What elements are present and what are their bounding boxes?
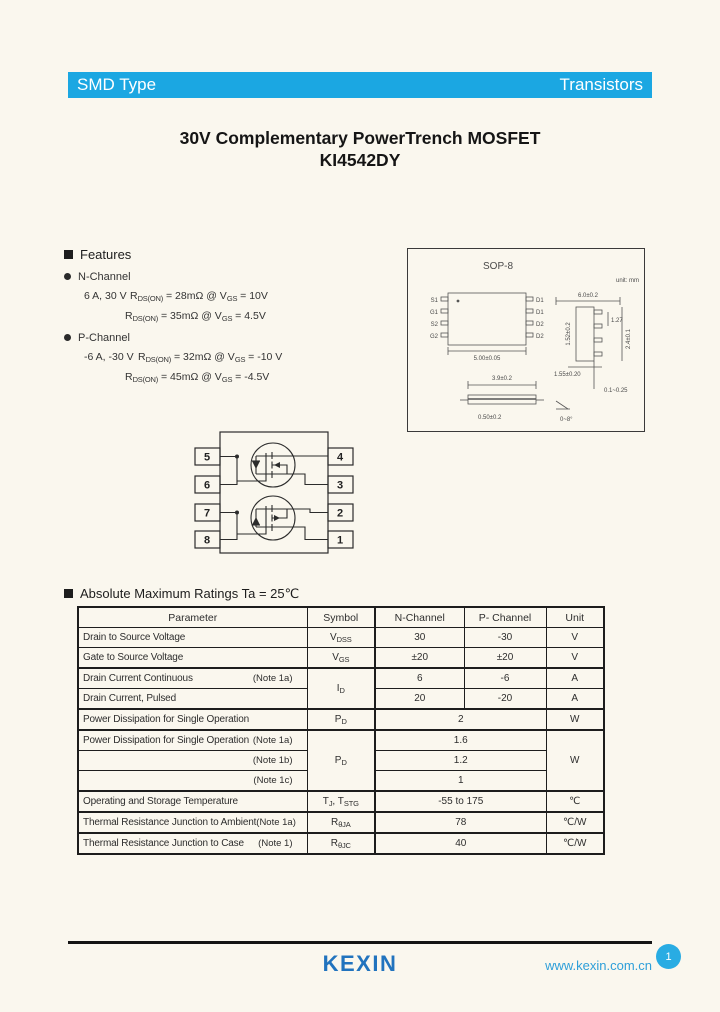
col-symbol: Symbol	[306, 606, 376, 628]
website-link[interactable]: www.kexin.com.cn	[545, 958, 652, 973]
pin-number-6: 6	[204, 480, 210, 492]
svg-text:D1: D1	[536, 310, 544, 316]
p-channel-spec-2: RDS(ON) = 45mΩ @ VGS = -4.5V	[125, 371, 270, 384]
dim-body-length: 5.00±0.05	[474, 356, 501, 362]
package-top-view	[440, 292, 534, 355]
circle-bullet-icon	[64, 273, 71, 280]
side-view-labels: 6.0±0.2 1.27 2.4±0.1 1.52±0.2 1.55±0.20 …	[554, 293, 632, 394]
mosfet-symbol-upper	[220, 442, 328, 488]
col-p-channel: P- Channel	[463, 606, 547, 628]
part-number: KI4542DY	[319, 150, 401, 170]
square-bullet-icon	[64, 250, 73, 259]
svg-text:S2: S2	[431, 322, 439, 328]
svg-text:D1: D1	[536, 298, 544, 304]
pin-number-5: 5	[204, 452, 210, 464]
table-row: Drain to Source Voltage VDSS 30 -30 V	[77, 627, 605, 648]
pin-number-8: 8	[204, 535, 210, 547]
header-bar: SMD Type Transistors	[68, 72, 652, 98]
table-row: Thermal Resistance Junction to Ambient(N…	[77, 811, 605, 834]
package-front-view	[460, 381, 570, 410]
ratings-heading: Absolute Maximum Ratings Ta = 25℃	[64, 586, 299, 602]
square-bullet-icon	[64, 589, 73, 598]
page-title: 30V Complementary PowerTrench MOSFET KI4…	[0, 127, 720, 171]
dim-foot: 2.4±0.1	[626, 328, 632, 349]
col-parameter: Parameter	[77, 606, 308, 628]
front-view-labels: 3.9±0.2 0.50±0.2 0~8°	[478, 376, 573, 423]
table-header-row: Parameter Symbol N-Channel P- Channel Un…	[77, 606, 605, 628]
package-name: SOP-8	[483, 261, 513, 272]
pin-number-7: 7	[204, 508, 210, 520]
svg-text:D2: D2	[536, 334, 544, 340]
table-row: Operating and Storage Temperature TJ, TS…	[77, 790, 605, 813]
col-unit: Unit	[545, 606, 605, 628]
pin-numbers: 5 6 7 8 4 3 2 1	[204, 452, 344, 547]
package-outline-box: SOP-8 unit: mm S1 G1 S2 G2 D1 D1 D2 D2 5…	[407, 248, 645, 432]
n-channel-spec-2: RDS(ON) = 35mΩ @ VGS = 4.5V	[125, 310, 266, 323]
top-view-labels: S1 G1 S2 G2 D1 D1 D2 D2 5.00±0.05	[430, 298, 544, 362]
pin-number-2: 2	[337, 508, 343, 520]
dim-front-width: 3.9±0.2	[492, 376, 513, 382]
dim-angle: 0~8°	[560, 417, 573, 423]
svg-text:D2: D2	[536, 322, 544, 328]
package-side-view	[555, 297, 623, 389]
svg-text:G1: G1	[430, 310, 439, 316]
pinout-body	[194, 431, 354, 554]
pinout-diagram: 5 6 7 8 4 3 2 1	[190, 426, 362, 563]
dim-body-width: 1.52±0.2	[566, 322, 572, 346]
package-drawing: SOP-8 unit: mm S1 G1 S2 G2 D1 D1 D2 D2 5…	[430, 261, 639, 423]
dim-lead-width: 0.50±0.2	[478, 415, 502, 421]
table-row: Power Dissipation for Single Operation(N…	[77, 729, 605, 792]
page-number-badge: 1	[656, 944, 681, 969]
footer-divider	[68, 941, 652, 944]
title-line1: 30V Complementary PowerTrench MOSFET	[179, 128, 541, 148]
header-left-label: SMD Type	[77, 75, 157, 94]
table-row: Power Dissipation for Single Operation P…	[77, 708, 605, 731]
pin-number-1: 1	[337, 535, 343, 547]
circle-bullet-icon	[64, 334, 71, 341]
header-right-label: Transistors	[559, 75, 643, 94]
svg-text:S1: S1	[431, 298, 439, 304]
pinout-svg: 5 6 7 8 4 3 2 1	[194, 431, 354, 554]
col-n-channel: N-Channel	[374, 606, 465, 628]
n-channel-label: N-Channel	[64, 271, 404, 283]
table-row: Gate to Source Voltage VGS ±20 ±20 V	[77, 647, 605, 669]
dim-height: 1.55±0.20	[554, 372, 581, 378]
absolute-maximum-ratings-table: Parameter Symbol N-Channel P- Channel Un…	[77, 606, 605, 855]
table-row: Drain Current Continuous(Note 1a) ID 6 -…	[77, 667, 605, 710]
pin-number-4: 4	[337, 452, 344, 464]
svg-text:G2: G2	[430, 334, 439, 340]
table-row: (Note 1b) 1.2	[77, 750, 604, 771]
unit-label: unit: mm	[616, 278, 639, 284]
kexin-logo: KEXIN	[322, 951, 398, 976]
dim-pitch: 1.27	[611, 318, 623, 324]
dim-standoff: 0.1~0.25	[604, 388, 628, 394]
mosfet-symbol-lower	[220, 495, 328, 541]
pin-number-3: 3	[337, 480, 343, 492]
dim-lead-span: 6.0±0.2	[578, 293, 599, 299]
features-heading: Features	[64, 247, 404, 262]
p-channel-label: P-Channel	[64, 332, 404, 344]
table-row: Thermal Resistance Junction to Case(Note…	[77, 832, 605, 855]
